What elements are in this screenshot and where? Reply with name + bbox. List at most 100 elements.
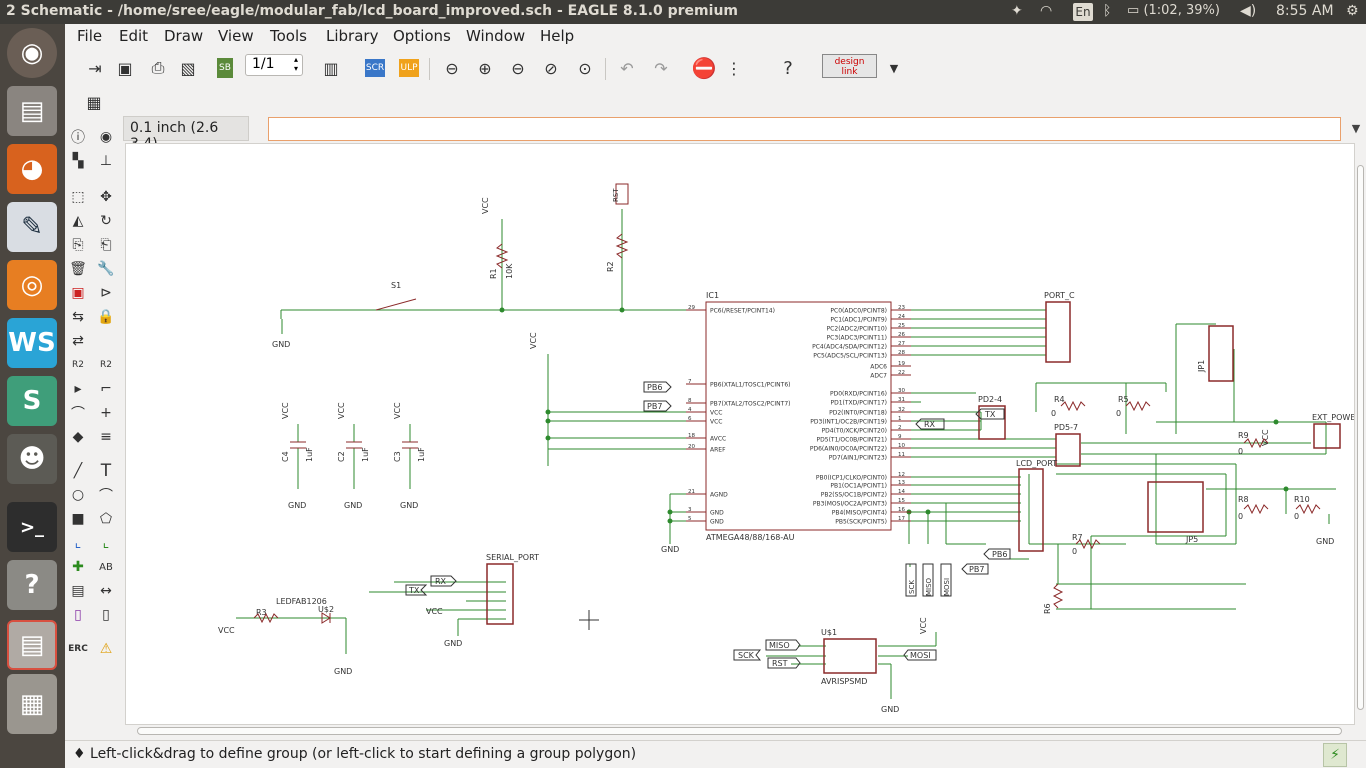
menu-help[interactable]: Help xyxy=(540,27,575,45)
lightning-icon[interactable]: ⚡ xyxy=(1323,743,1347,767)
blender-icon[interactable]: ◎ xyxy=(7,260,57,310)
bus-icon[interactable]: ⌞ xyxy=(74,535,82,551)
smash-icon[interactable]: ▸ xyxy=(74,381,82,397)
go-icon[interactable]: ⋮ xyxy=(726,58,742,78)
text-icon[interactable]: T xyxy=(100,461,112,481)
attribute-icon[interactable]: ▤ xyxy=(71,583,85,599)
circle-icon[interactable]: ○ xyxy=(71,487,85,503)
mirror-icon[interactable]: ◭ xyxy=(72,213,84,229)
command-history-dropdown[interactable]: ▼ xyxy=(1351,122,1361,135)
name-icon[interactable]: R2 xyxy=(72,360,84,370)
menu-window[interactable]: Window xyxy=(466,27,526,45)
files-icon[interactable]: ▤ xyxy=(7,86,57,136)
help-icon[interactable]: ? xyxy=(7,560,57,610)
texteditor-icon[interactable]: ✎ xyxy=(7,202,57,252)
schematic-canvas[interactable]: IC1 ATMEGA48/88/168-AU PC6(/RESET/PCINT1… xyxy=(125,143,1355,725)
bluetooth-icon[interactable]: ᛒ xyxy=(1103,3,1112,19)
value-icon[interactable]: R2 xyxy=(100,360,112,370)
info-icon[interactable]: ⓘ xyxy=(71,130,85,146)
optimize-icon[interactable]: ≡ xyxy=(100,429,112,445)
menu-file[interactable]: File xyxy=(77,27,103,45)
stop-icon[interactable]: ⛔ xyxy=(691,56,717,80)
menu-options[interactable]: Options xyxy=(393,27,451,45)
dimension-icon[interactable]: ↔ xyxy=(100,583,112,599)
erc-icon[interactable]: ERC xyxy=(68,644,88,654)
menu-library[interactable]: Library xyxy=(326,27,379,45)
ulp-icon[interactable]: ULP xyxy=(399,59,419,77)
delete-icon[interactable]: 🗑 xyxy=(69,261,87,277)
move-icon[interactable]: ✥ xyxy=(100,189,112,205)
zoom-out-icon[interactable]: ⊖ xyxy=(511,58,525,78)
show-eye-icon[interactable]: ◉ xyxy=(99,129,113,145)
menu-tools[interactable]: Tools xyxy=(270,27,307,45)
battery-indicator[interactable]: ▭ (1:02, 39%) xyxy=(1127,3,1220,18)
horizontal-scroll-thumb[interactable] xyxy=(137,727,1342,735)
split-icon[interactable]: ⇄ xyxy=(72,333,84,349)
script-icon[interactable]: SCR xyxy=(365,59,385,77)
ubuntu-dash-icon[interactable]: ◉ xyxy=(7,28,57,78)
net-icon[interactable]: ⌞ xyxy=(102,535,110,551)
mark-icon[interactable]: ⊥ xyxy=(99,153,113,169)
layer-settings-icon[interactable]: ▥ xyxy=(323,58,339,78)
vertical-scrollbar[interactable] xyxy=(1355,143,1366,725)
menu-edit[interactable]: Edit xyxy=(119,27,149,45)
vertical-scroll-thumb[interactable] xyxy=(1357,165,1364,710)
miter-icon[interactable]: ⌐ xyxy=(100,381,112,397)
line-icon[interactable]: ╱ xyxy=(73,463,83,479)
dropbox-icon[interactable]: ✦ xyxy=(1011,3,1023,19)
pinswap-icon[interactable]: ⊳ xyxy=(100,285,112,301)
zoom-select-icon[interactable]: ⊙ xyxy=(578,58,592,78)
group-icon[interactable]: ⬚ xyxy=(71,189,85,205)
save-icon[interactable]: ▣ xyxy=(117,58,133,78)
display-layers-icon[interactable]: ▚ xyxy=(72,153,84,169)
cam-icon[interactable]: ▧ xyxy=(180,58,196,78)
rect-icon[interactable]: ■ xyxy=(71,511,85,527)
open-icon[interactable]: ⇥ xyxy=(88,58,102,78)
keyboard-layout-indicator[interactable]: En xyxy=(1073,3,1093,21)
split-wire-icon[interactable]: ⌒ xyxy=(71,406,85,422)
workspace-icon[interactable]: ▦ xyxy=(7,674,57,734)
junction-icon[interactable]: ✚ xyxy=(72,559,84,575)
invoke-icon[interactable]: + xyxy=(100,405,112,421)
lock-icon[interactable]: 🔒 xyxy=(97,309,115,325)
rotate-icon[interactable]: ↻ xyxy=(100,213,112,229)
print-icon[interactable]: ⎙ xyxy=(151,58,165,77)
command-line-input[interactable] xyxy=(268,117,1341,141)
clock[interactable]: 8:55 AM xyxy=(1276,3,1334,19)
redo-icon[interactable]: ↷ xyxy=(654,58,668,78)
webstorm-icon[interactable]: WS xyxy=(7,318,57,368)
paste-icon[interactable]: ⎗ xyxy=(100,237,112,253)
wrench-icon[interactable]: 🔧 xyxy=(97,261,115,277)
slack-icon[interactable]: S xyxy=(7,376,57,426)
add-part-icon[interactable]: ▣ xyxy=(71,285,85,301)
copy-icon[interactable]: ⎘ xyxy=(72,237,84,253)
arc-icon[interactable]: ⌒ xyxy=(99,488,113,504)
undo-icon[interactable]: ↶ xyxy=(620,58,634,78)
sheet-selector[interactable]: 1/1▴▾ xyxy=(245,54,303,76)
menu-draw[interactable]: Draw xyxy=(164,27,204,45)
label-icon[interactable]: AB xyxy=(99,561,113,573)
firefox-icon[interactable]: ◕ xyxy=(7,144,57,194)
module-icon[interactable]: ▯ xyxy=(102,607,110,623)
gateswap-icon[interactable]: ◆ xyxy=(72,429,84,445)
eagle-app-icon[interactable]: ▤ xyxy=(7,620,57,670)
sch-brd-switch-icon[interactable]: SB xyxy=(217,58,233,78)
zoom-redraw-icon[interactable]: ⊘ xyxy=(544,58,558,78)
toolbar-dropdown-icon[interactable]: ▼ xyxy=(889,61,899,75)
gimp-icon[interactable]: ☻ xyxy=(7,434,57,484)
zoom-in-icon[interactable]: ⊕ xyxy=(478,58,492,78)
polygon-icon[interactable]: ⬠ xyxy=(99,511,113,527)
gear-icon[interactable]: ⚙ xyxy=(1346,3,1359,19)
help-circle-icon[interactable]: ? xyxy=(783,57,793,79)
volume-icon[interactable]: ◀) xyxy=(1240,3,1257,19)
horizontal-scrollbar[interactable] xyxy=(125,725,1355,737)
menu-view[interactable]: View xyxy=(218,27,254,45)
grid-icon[interactable]: ▦ xyxy=(86,92,102,112)
warning-icon[interactable]: ⚠ xyxy=(99,641,113,657)
ic1-body[interactable] xyxy=(705,301,892,531)
terminal-icon[interactable]: >_ xyxy=(7,502,57,552)
frame-icon[interactable]: ▯ xyxy=(74,607,82,623)
wifi-icon[interactable]: ◠ xyxy=(1040,3,1053,19)
zoom-fit-icon[interactable]: ⊖ xyxy=(445,58,459,78)
